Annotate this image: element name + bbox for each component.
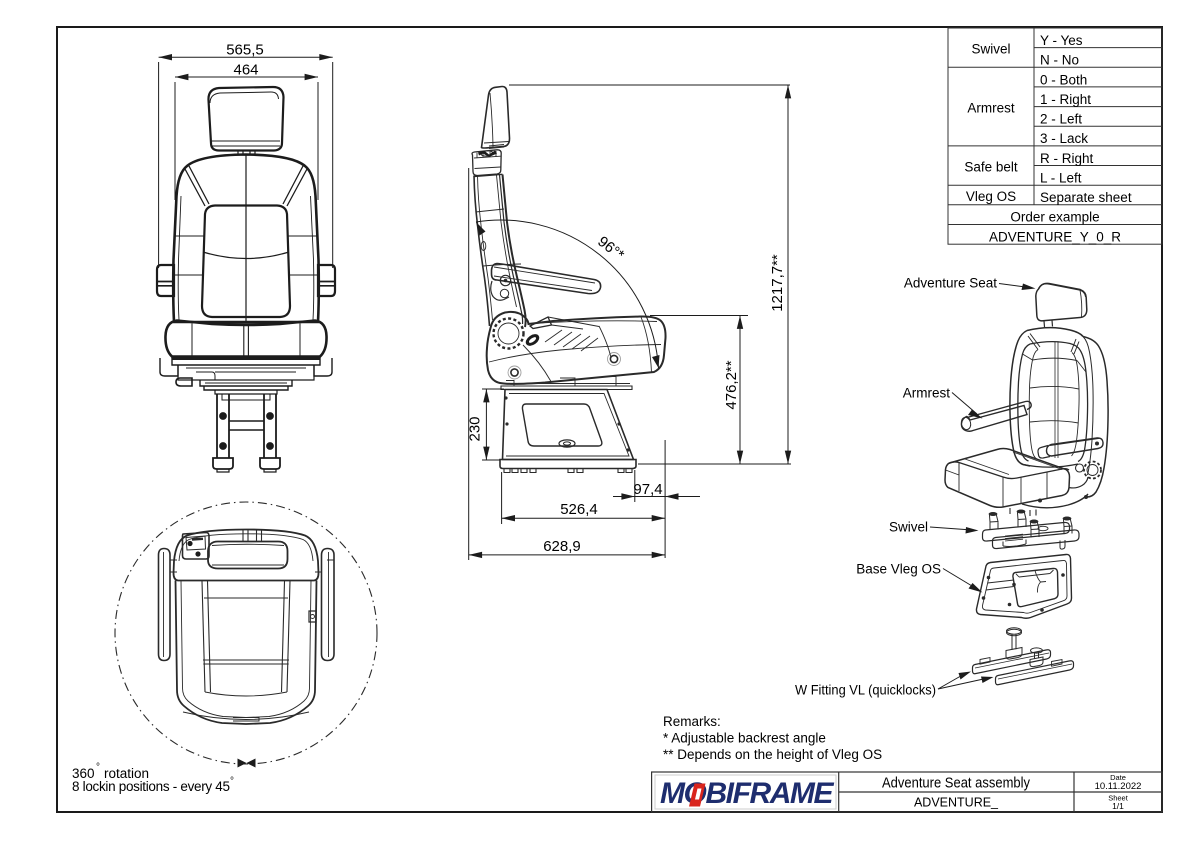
svg-text:MOBIFRAME: MOBIFRAME xyxy=(660,777,834,810)
svg-text:°: ° xyxy=(96,762,100,773)
svg-text:* Adjustable backrest angle: * Adjustable backrest angle xyxy=(663,731,826,746)
svg-text:Order example: Order example xyxy=(1010,210,1099,225)
svg-text:2 - Left: 2 - Left xyxy=(1040,112,1082,127)
svg-text:°: ° xyxy=(230,776,234,787)
svg-text:W Fitting VL (quicklocks): W Fitting VL (quicklocks) xyxy=(795,683,936,698)
svg-text:Swivel: Swivel xyxy=(889,520,928,535)
svg-text:628,9: 628,9 xyxy=(543,538,581,555)
svg-text:10.11.2022: 10.11.2022 xyxy=(1095,781,1142,792)
svg-text:ADVENTURE_Y_0_R: ADVENTURE_Y_0_R xyxy=(989,229,1121,244)
svg-text:97,4: 97,4 xyxy=(633,481,662,498)
svg-text:Swivel: Swivel xyxy=(971,42,1010,57)
svg-text:0 - Both: 0 - Both xyxy=(1040,72,1087,87)
svg-text:Vleg OS: Vleg OS xyxy=(966,189,1016,204)
svg-text:Adventure Seat assembly: Adventure Seat assembly xyxy=(882,775,1030,792)
svg-text:R - Right: R - Right xyxy=(1040,151,1094,166)
svg-text:N - No: N - No xyxy=(1040,53,1079,68)
svg-text:Sheet: Sheet xyxy=(1108,794,1129,803)
svg-text:Separate sheet: Separate sheet xyxy=(1040,190,1132,205)
svg-text:8 lockin positions - every 45: 8 lockin positions - every 45 xyxy=(72,779,230,794)
svg-text:ADVENTURE_: ADVENTURE_ xyxy=(914,796,999,810)
svg-text:476,2**: 476,2** xyxy=(723,360,740,409)
svg-text:Safe belt: Safe belt xyxy=(964,160,1018,175)
svg-text:Base Vleg OS: Base Vleg OS xyxy=(856,562,941,577)
svg-text:565,5: 565,5 xyxy=(226,42,264,59)
svg-text:360: 360 xyxy=(72,766,95,781)
svg-text:** Depends on the height of Vl: ** Depends on the height of Vleg OS xyxy=(663,747,882,762)
svg-text:Adventure Seat: Adventure Seat xyxy=(904,276,997,291)
svg-text:3 - Lack: 3 - Lack xyxy=(1040,131,1088,146)
svg-text:464: 464 xyxy=(233,62,258,79)
svg-text:Remarks:: Remarks: xyxy=(663,714,721,729)
svg-text:96°*: 96°* xyxy=(594,233,627,264)
svg-text:1 - Right: 1 - Right xyxy=(1040,92,1091,107)
svg-text:230: 230 xyxy=(467,416,484,441)
svg-text:1/1: 1/1 xyxy=(1112,801,1124,811)
svg-text:Date: Date xyxy=(1110,773,1126,782)
svg-text:Armrest: Armrest xyxy=(903,386,950,401)
svg-text:Armrest: Armrest xyxy=(967,101,1014,116)
svg-text:1217,7**: 1217,7** xyxy=(769,254,786,312)
svg-text:L - Left: L - Left xyxy=(1040,170,1082,185)
svg-text:526,4: 526,4 xyxy=(560,501,598,518)
svg-text:rotation: rotation xyxy=(104,766,149,781)
svg-text:Y - Yes: Y - Yes xyxy=(1040,33,1083,48)
